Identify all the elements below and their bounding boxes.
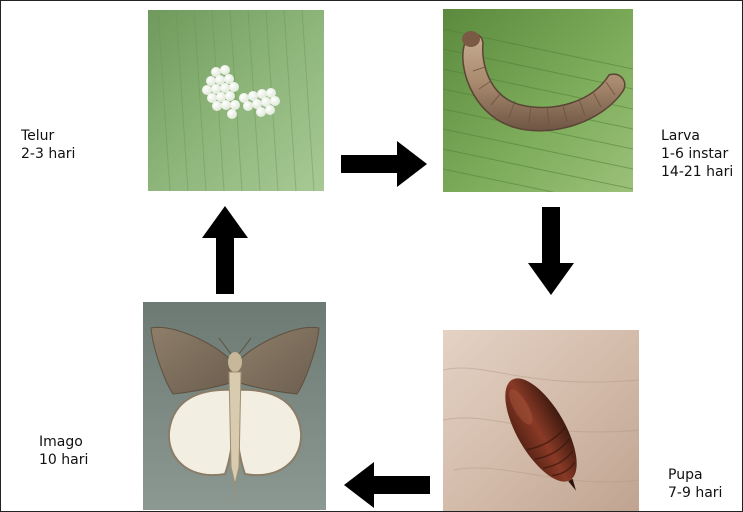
larva-photo [443, 9, 633, 192]
pupa-stage-name: Pupa [668, 466, 722, 484]
egg-photo [148, 10, 324, 191]
egg-stage-name: Telur [21, 127, 75, 145]
larva-label: Larva 1-6 instar 14-21 hari [661, 127, 733, 181]
larva-instar: 1-6 instar [661, 145, 733, 163]
pupa-duration: 7-9 hari [668, 484, 722, 502]
arrow-left-icon [344, 460, 430, 510]
pupa-photo [443, 330, 639, 511]
egg-duration: 2-3 hari [21, 145, 75, 163]
imago-duration: 10 hari [39, 451, 88, 469]
larva-stage-name: Larva [661, 127, 733, 145]
imago-stage-name: Imago [39, 433, 88, 451]
imago-photo [143, 302, 326, 510]
egg-label: Telur 2-3 hari [21, 127, 75, 163]
pupa-label: Pupa 7-9 hari [668, 466, 722, 502]
arrow-right-icon [341, 139, 427, 189]
arrow-up-icon [200, 206, 250, 294]
imago-label: Imago 10 hari [39, 433, 88, 469]
arrow-down-icon [526, 207, 576, 295]
larva-duration: 14-21 hari [661, 163, 733, 181]
